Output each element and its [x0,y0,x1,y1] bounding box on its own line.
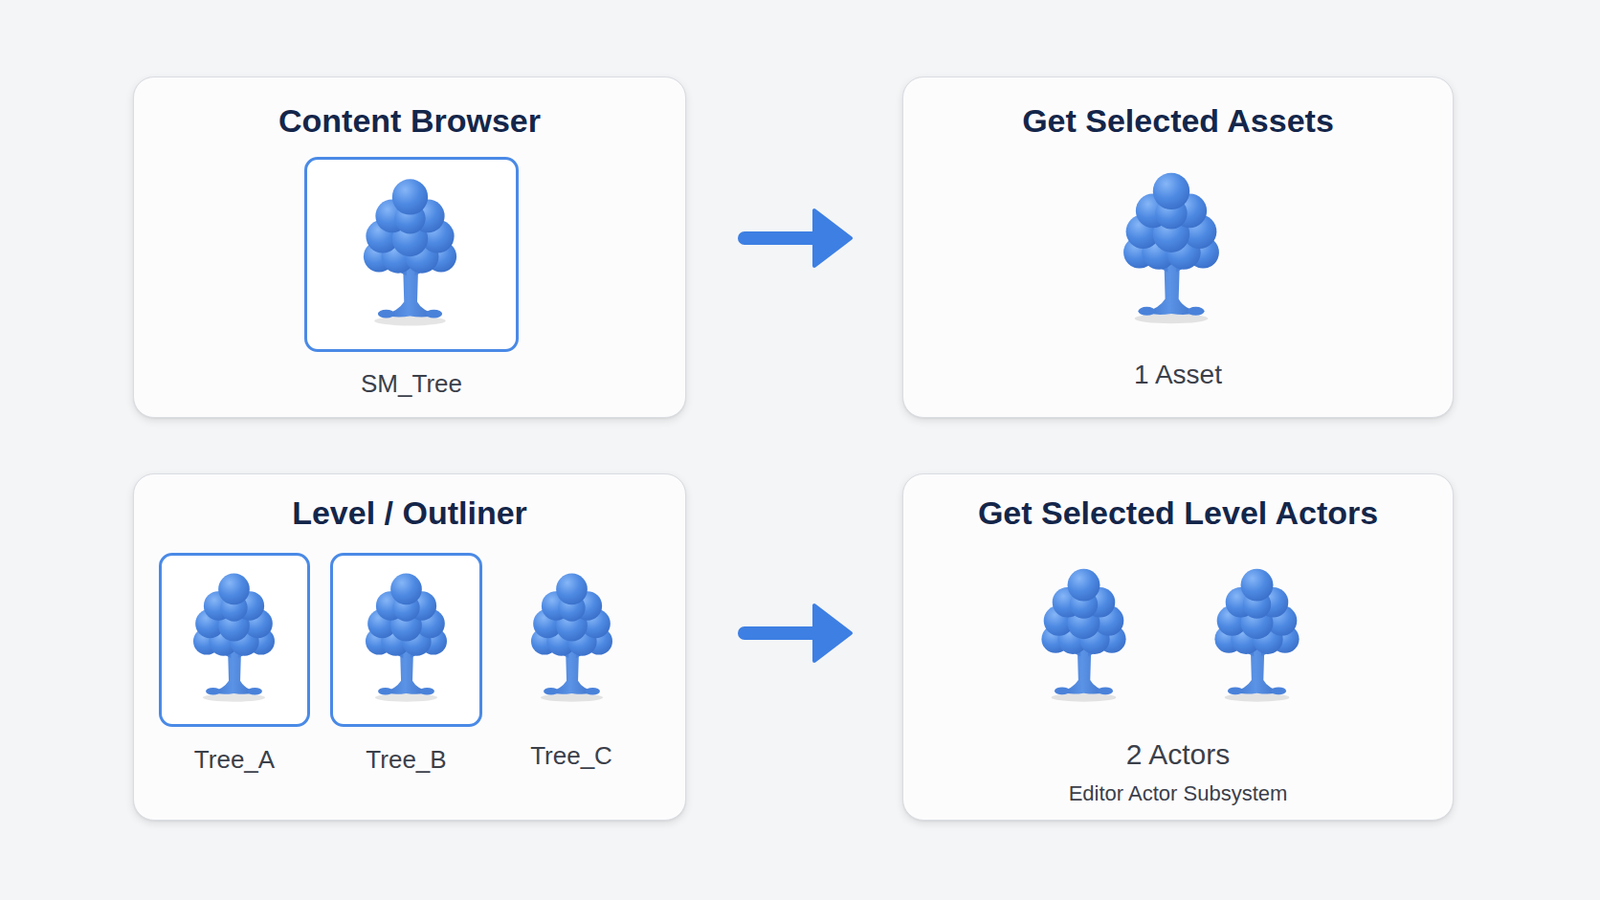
subsystem-note: Editor Actor Subsystem [903,781,1453,806]
tree-icon [193,574,275,703]
arrow-shaft [744,626,823,641]
flow-arrow [744,210,851,267]
actor-tile: Tree_B [330,553,483,728]
actor-tile: Tree_A [158,553,311,728]
tree-icon [1214,569,1299,703]
tree-icon [1123,173,1220,324]
count-text: 1 Asset [903,359,1453,391]
tree-icon [363,178,457,326]
tree-icon [365,574,447,703]
tree-icon [531,574,613,703]
flow-arrow [744,605,851,662]
asset-tile: SM_Tree [304,156,519,353]
arrow-shaft [744,231,823,245]
arrow-head [814,605,851,662]
panel-card: Content BrowserSM_Tree [133,76,687,419]
panel-card: Get Selected Level Actors 2 ActorsEditor … [902,473,1454,822]
arrow-head [814,210,851,267]
panel-card: Get Selected Assets 1 Asset [902,76,1454,419]
panel-title: Content Browser [133,102,686,140]
tree-icon [1041,569,1126,703]
tree-illustrations [193,173,1300,703]
actor-name: Tree_A [161,746,308,776]
actor-name: Tree_C [530,742,613,772]
count-text: 2 Actors [903,738,1453,773]
connector-layer [744,210,851,662]
panel-title: Level / Outliner [133,494,686,533]
asset-name: SM_Tree [307,370,516,400]
panel-title: Get Selected Assets [903,102,1453,140]
panel-title: Get Selected Level Actors [903,494,1453,533]
actor-name: Tree_B [333,746,480,776]
